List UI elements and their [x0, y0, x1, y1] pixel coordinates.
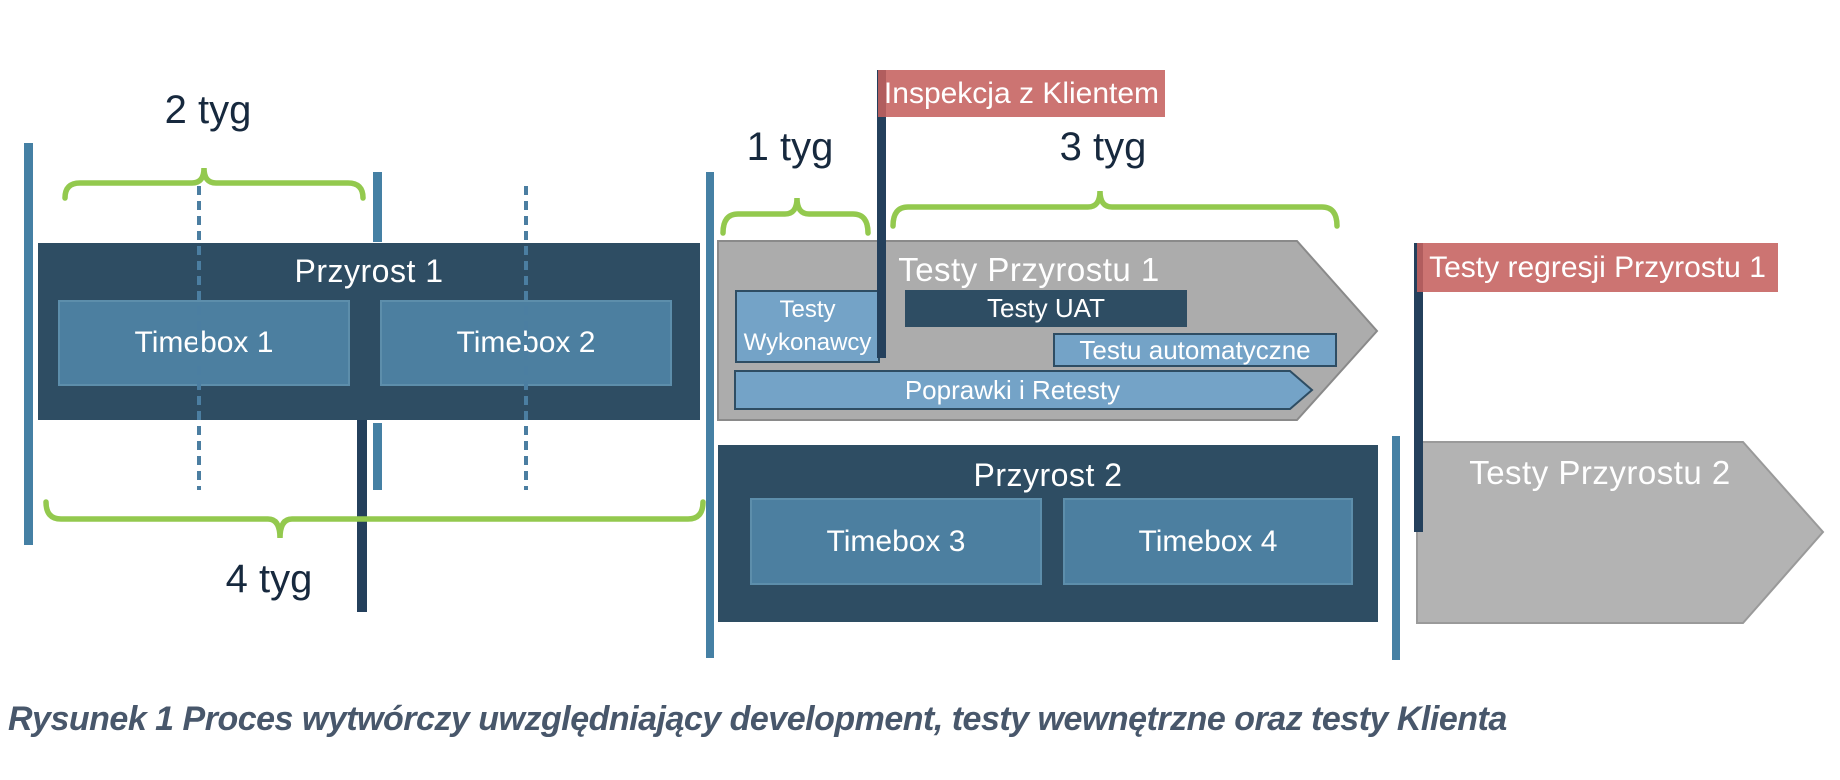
increment2-title: Przyrost 2: [973, 457, 1123, 493]
automated-tests-box: Testu automatyczne: [1053, 333, 1337, 367]
separator-line-increment1: [706, 172, 714, 658]
timebox1-label: Timebox 1: [134, 326, 274, 359]
increment1-end-marker-line: [357, 420, 367, 612]
duration-1-week-label: 1 tyg: [746, 125, 834, 169]
duration-3-weeks-label: 3 tyg: [1059, 125, 1147, 169]
increment1-title: Przyrost 1: [294, 253, 444, 289]
brace-4-weeks: [43, 499, 706, 539]
timebox2-label: Timebox 2: [456, 326, 596, 359]
separator-line-increment2: [1392, 436, 1400, 660]
regression-tests-flag: Testy regresji Przyrostu 1: [1417, 243, 1778, 292]
timebox3: Timebox 3: [750, 498, 1042, 585]
regression-milestone-line: [1414, 243, 1423, 532]
timebox3-label: Timebox 3: [826, 524, 966, 558]
milestone-line-week2-lower: [373, 423, 382, 490]
fixes-retests-label: Poprawki i Retesty: [904, 374, 1121, 405]
tests-increment2-title: Testy Przyrostu 2: [1469, 454, 1731, 491]
timebox1: Timebox 1: [58, 300, 350, 386]
brace-3-weeks: [890, 190, 1340, 229]
brace-2-weeks: [62, 167, 366, 201]
figure-caption: Rysunek 1 Proces wytwórczy uwzględniając…: [8, 700, 1507, 738]
brace-1-week: [720, 197, 871, 236]
inspection-milestone-line: [877, 70, 886, 358]
milestone-line-start: [24, 143, 33, 545]
tests-increment1-title: Testy Przyrostu 1: [898, 251, 1160, 288]
contractor-tests-box: Testy Wykonawcy: [735, 290, 880, 363]
timebox4: Timebox 4: [1063, 498, 1353, 585]
timebox4-label: Timebox 4: [1138, 524, 1278, 558]
duration-4-weeks-label: 4 tyg: [225, 557, 313, 601]
milestone-line-week2-upper: [373, 172, 382, 242]
duration-2-weeks-label: 2 tyg: [164, 88, 252, 132]
client-inspection-flag: Inspekcja z Klientem: [878, 70, 1165, 117]
timebox2: Timebox 2: [380, 300, 672, 386]
uat-tests-box: Testy UAT: [905, 290, 1187, 327]
